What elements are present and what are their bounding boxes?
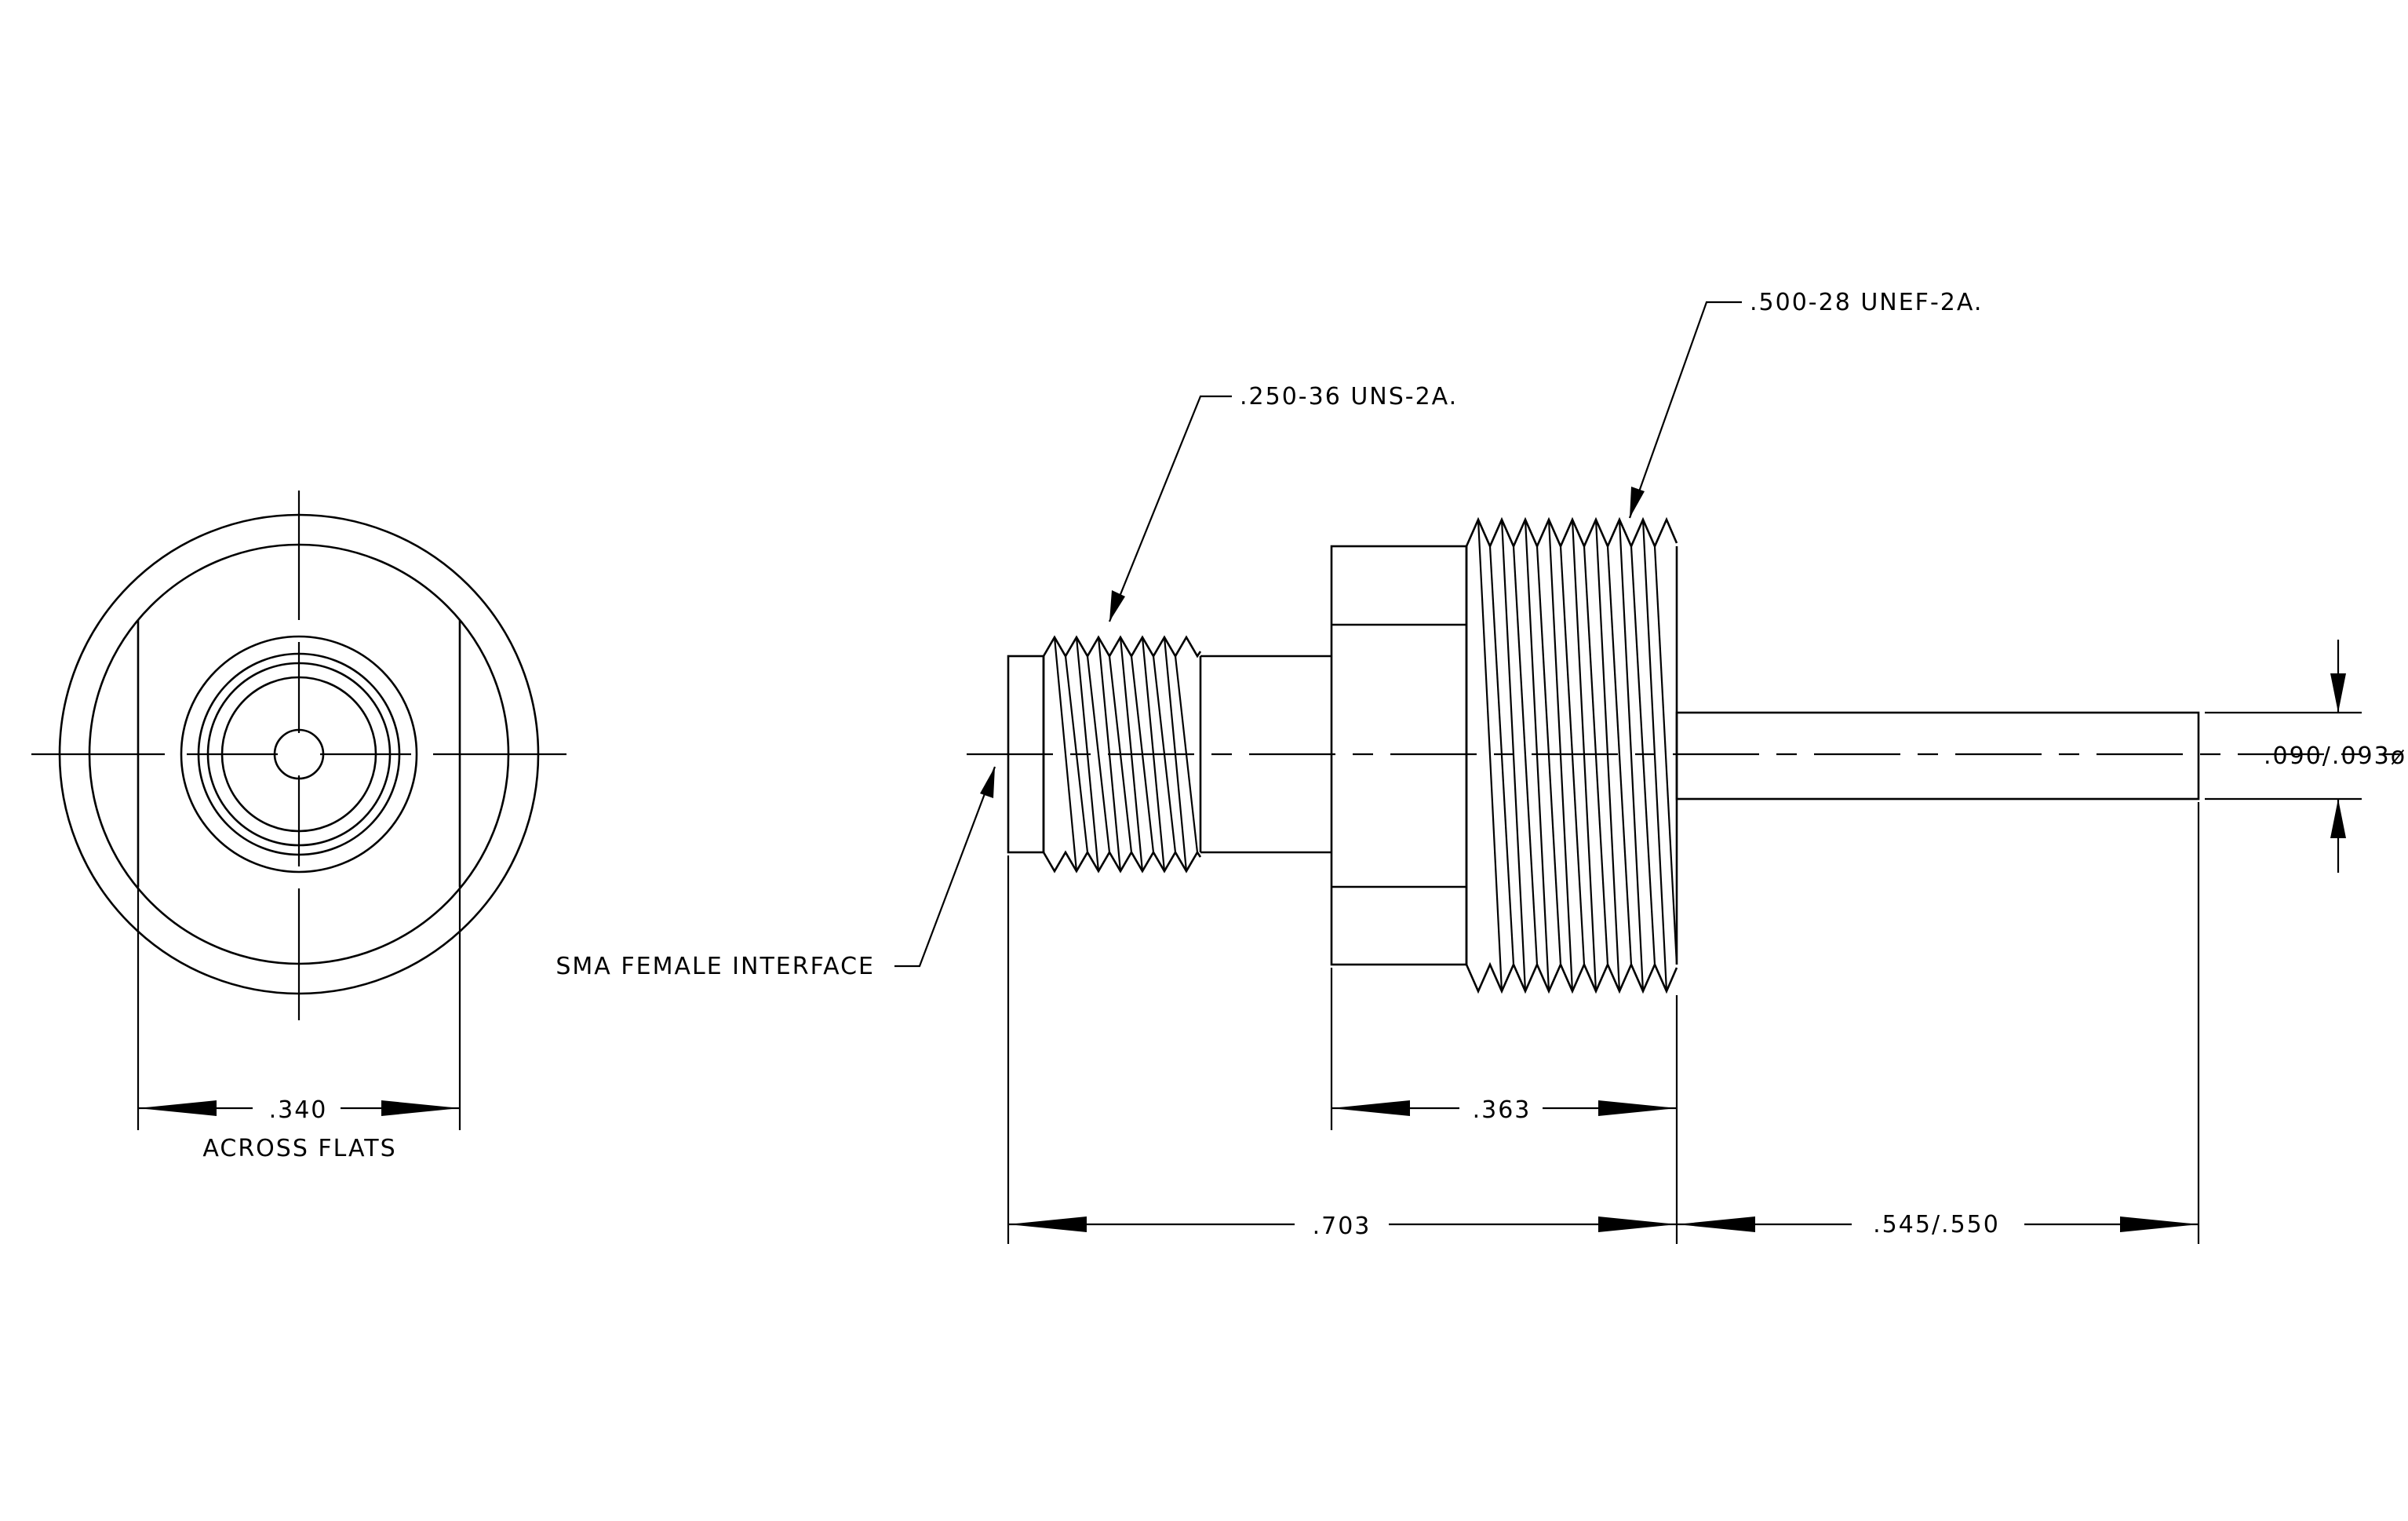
- dim-body-length: .703: [1008, 1213, 1677, 1240]
- thread-large-label: .500-28 UNEF-2A.: [1750, 289, 1983, 316]
- dim-hex-arrow-left: [1332, 1100, 1410, 1116]
- dim-pin-arrow-right: [2120, 1216, 2199, 1232]
- dim-pin-arrow-left: [1677, 1216, 1755, 1232]
- thread-large-note: .500-28 UNEF-2A.: [1628, 289, 1983, 519]
- across-flats-label: ACROSS FLATS: [202, 1135, 396, 1162]
- large-thread: [1465, 516, 1678, 994]
- end-view-pin-circle: [273, 728, 325, 780]
- dim-pin-length: .545/.550: [1677, 1211, 2199, 1238]
- dim-pin-diameter: .090/.093ø: [2205, 640, 2406, 873]
- hex-outline: [1330, 545, 1468, 966]
- side-view: .250-36 UNS-2A. .500-28 UNEF-2A. SMA FEM…: [556, 289, 2406, 1244]
- dim-dia-arrow-top: [2330, 673, 2346, 713]
- interface-note: SMA FEMALE INTERFACE: [556, 766, 996, 980]
- dim-dia-arrow-bottom: [2330, 799, 2346, 838]
- hex-nut: [1330, 545, 1468, 966]
- across-flats-value: .340: [269, 1096, 328, 1124]
- across-flats-arrow-left: [138, 1100, 217, 1116]
- thread-small-note: .250-36 UNS-2A.: [1108, 383, 1458, 622]
- across-flats-arrow-right: [381, 1100, 460, 1116]
- dim-body-value: .703: [1313, 1213, 1372, 1240]
- large-thread-crests-top: [1465, 516, 1678, 549]
- dim-body-arrow-left: [1008, 1216, 1087, 1232]
- thread-large-leader-arrow: [1630, 487, 1645, 518]
- small-thread-crests-bottom: [1042, 850, 1202, 874]
- dim-dia-value: .090/.093ø: [2264, 742, 2406, 770]
- large-thread-helix-lines: [1477, 519, 1678, 992]
- interface-label: SMA FEMALE INTERFACE: [556, 953, 875, 980]
- thread-small-leader-arrow: [1109, 590, 1125, 622]
- small-thread-crests-top: [1042, 635, 1202, 658]
- thread-small-leader: [1108, 395, 1232, 622]
- end-view-thread-circle: [180, 635, 418, 874]
- dim-hex-length: .363: [1332, 1096, 1677, 1124]
- small-thread: [1042, 635, 1202, 874]
- neck: [1200, 655, 1332, 854]
- solder-pin: [1675, 711, 2200, 801]
- dim-hex-value: .363: [1473, 1096, 1532, 1124]
- thread-small-label: .250-36 UNS-2A.: [1240, 383, 1458, 410]
- interface-leader: [894, 766, 996, 968]
- thread-large-leader: [1628, 301, 1742, 519]
- dim-body-arrow-right: [1598, 1216, 1677, 1232]
- dim-pin-value: .545/.550: [1873, 1211, 2000, 1238]
- interface-leader-arrow: [980, 767, 995, 798]
- small-thread-helix-lines: [1053, 636, 1199, 872]
- dim-hex-arrow-right: [1598, 1100, 1677, 1116]
- end-view: .340 ACROSS FLATS: [31, 491, 566, 1162]
